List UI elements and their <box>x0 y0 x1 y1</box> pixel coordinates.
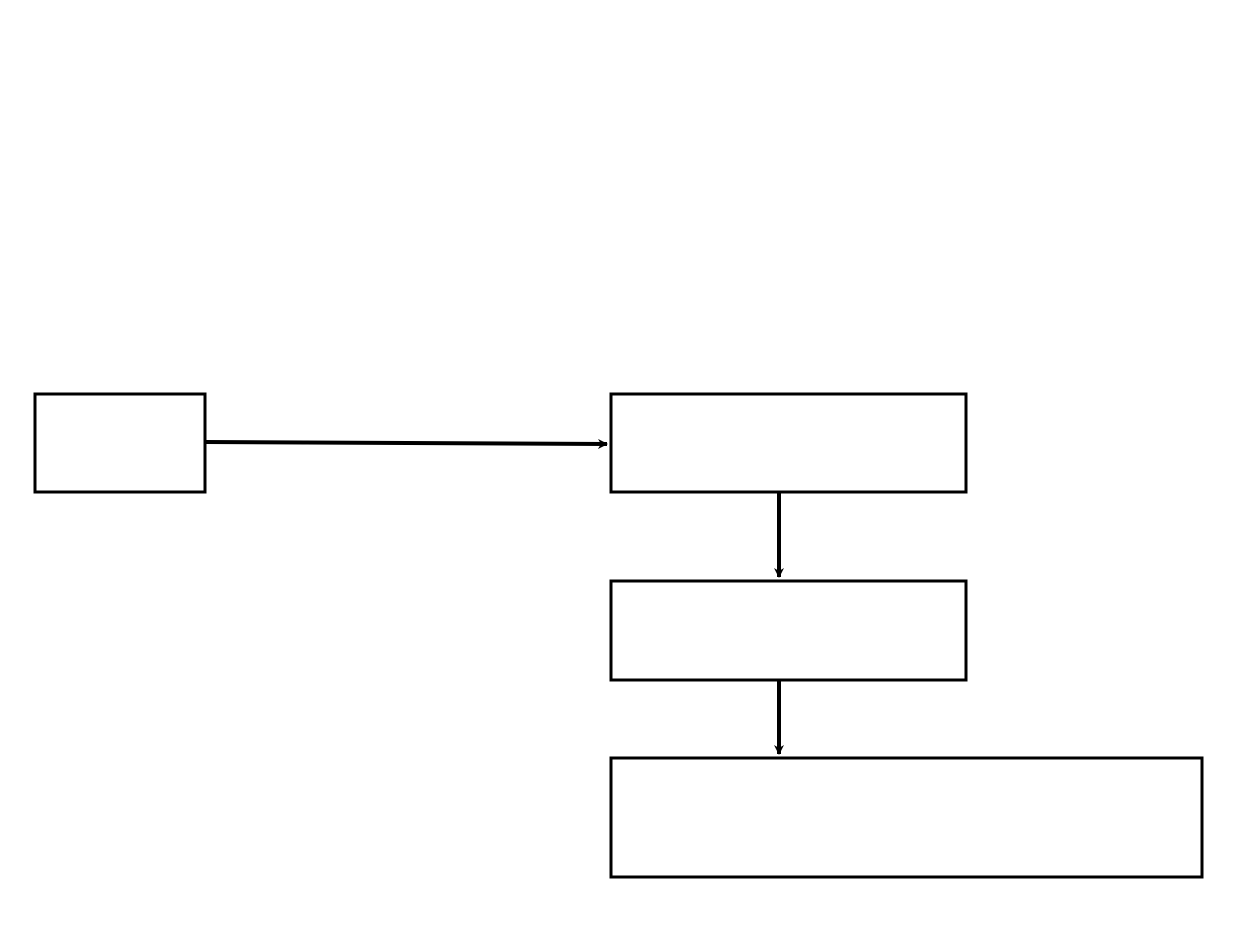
node-source <box>33 392 207 494</box>
node-step-2 <box>609 579 968 682</box>
edge-source-to-step-1 <box>204 438 608 449</box>
node-result <box>609 756 1204 879</box>
node-step-1 <box>609 392 968 494</box>
